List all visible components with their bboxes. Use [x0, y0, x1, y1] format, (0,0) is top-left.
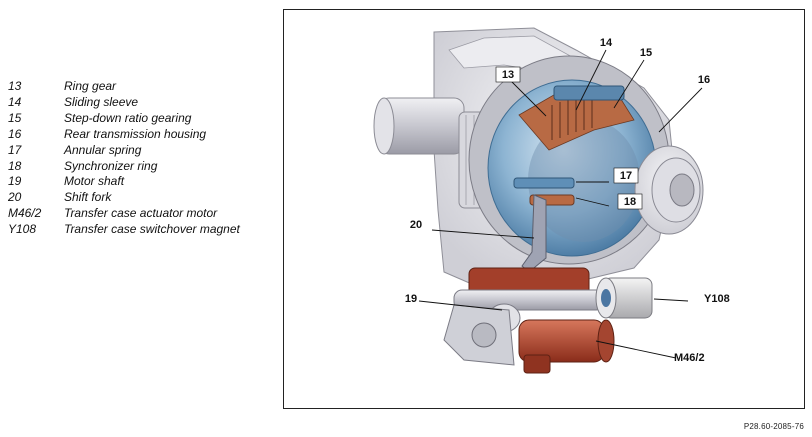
legend-label: Ring gear — [64, 79, 117, 93]
transfer-case-illustration: 13 14 15 16 17 18 20 19 Y108 M46/2 — [373, 27, 730, 374]
legend-number: 14 — [8, 94, 22, 109]
legend-number: 20 — [8, 190, 22, 205]
reference-code: P28.60-2085-76 — [743, 422, 804, 431]
lower-mechanism — [443, 267, 605, 366]
callout-m46-text: M46/2 — [674, 352, 705, 364]
legend-number: 18 — [8, 158, 22, 173]
legend-list: 13 Ring gear 14 Sliding sleeve 15 Step-down… — [8, 79, 240, 238]
callout-13-text: 13 — [502, 69, 514, 81]
legend-item: 18 Synchronizer ring — [8, 159, 240, 175]
callout-20-text: 20 — [410, 219, 422, 231]
legend-item: 17 Annular spring — [8, 143, 240, 159]
legend-label: Step-down ratio gearing — [64, 110, 192, 125]
callout-19-text: 19 — [405, 293, 417, 305]
actuator-motor — [518, 319, 615, 374]
callout-18: 18 — [617, 193, 643, 210]
callout-y108-text: Y108 — [704, 293, 730, 305]
callout-16-text: 16 — [698, 74, 710, 86]
leader-lines — [418, 49, 703, 359]
legend-label: Annular spring — [64, 142, 142, 157]
legend-number: 15 — [8, 110, 22, 125]
legend-number: 17 — [8, 142, 22, 157]
legend-item: M46/2 Transfer case actuator motor — [8, 206, 240, 222]
legend-item: 15 Step-down ratio gearing — [8, 111, 240, 127]
callout-17: 17 — [613, 167, 639, 184]
legend-number: 16 — [8, 126, 22, 141]
legend-item: 19 Motor shaft — [8, 174, 240, 190]
legend-label: Sliding sleeve — [64, 94, 139, 109]
gear-inner-shadow — [528, 118, 640, 242]
sliding-sleeve-shape — [553, 85, 625, 101]
callout-13: 13 — [495, 66, 521, 83]
legend-item: 14 Sliding sleeve — [8, 95, 240, 111]
legend-label: Synchronizer ring — [64, 158, 158, 173]
legend-label: Transfer case actuator motor — [64, 206, 218, 221]
legend-item: 20 Shift fork — [8, 190, 240, 206]
legend-number: M46/2 — [8, 206, 42, 221]
legend-number: 19 — [8, 174, 22, 189]
legend-label: Rear transmission housing — [64, 126, 207, 141]
annular-spring-shape — [513, 177, 575, 189]
callout-15-text: 15 — [640, 47, 652, 59]
callout-14-text: 14 — [600, 37, 613, 49]
legend-number: 13 — [8, 79, 22, 93]
legend-label: Shift fork — [64, 190, 112, 205]
legend-item: 13 Ring gear — [8, 79, 240, 95]
legend-item: Y108 Transfer case switchover magnet — [8, 222, 240, 238]
callout-18-text: 18 — [624, 196, 636, 208]
legend-number: Y108 — [8, 222, 37, 237]
callout-17-text: 17 — [620, 170, 632, 182]
switchover-magnet — [595, 277, 653, 319]
legend-label: Transfer case switchover magnet — [64, 222, 240, 237]
legend-label: Motor shaft — [64, 174, 125, 189]
legend-item: 16 Rear transmission housing — [8, 127, 240, 143]
figure-frame: 13 14 15 16 17 18 20 19 Y108 M46/2 — [283, 9, 805, 409]
rear-output-flange — [634, 145, 704, 235]
